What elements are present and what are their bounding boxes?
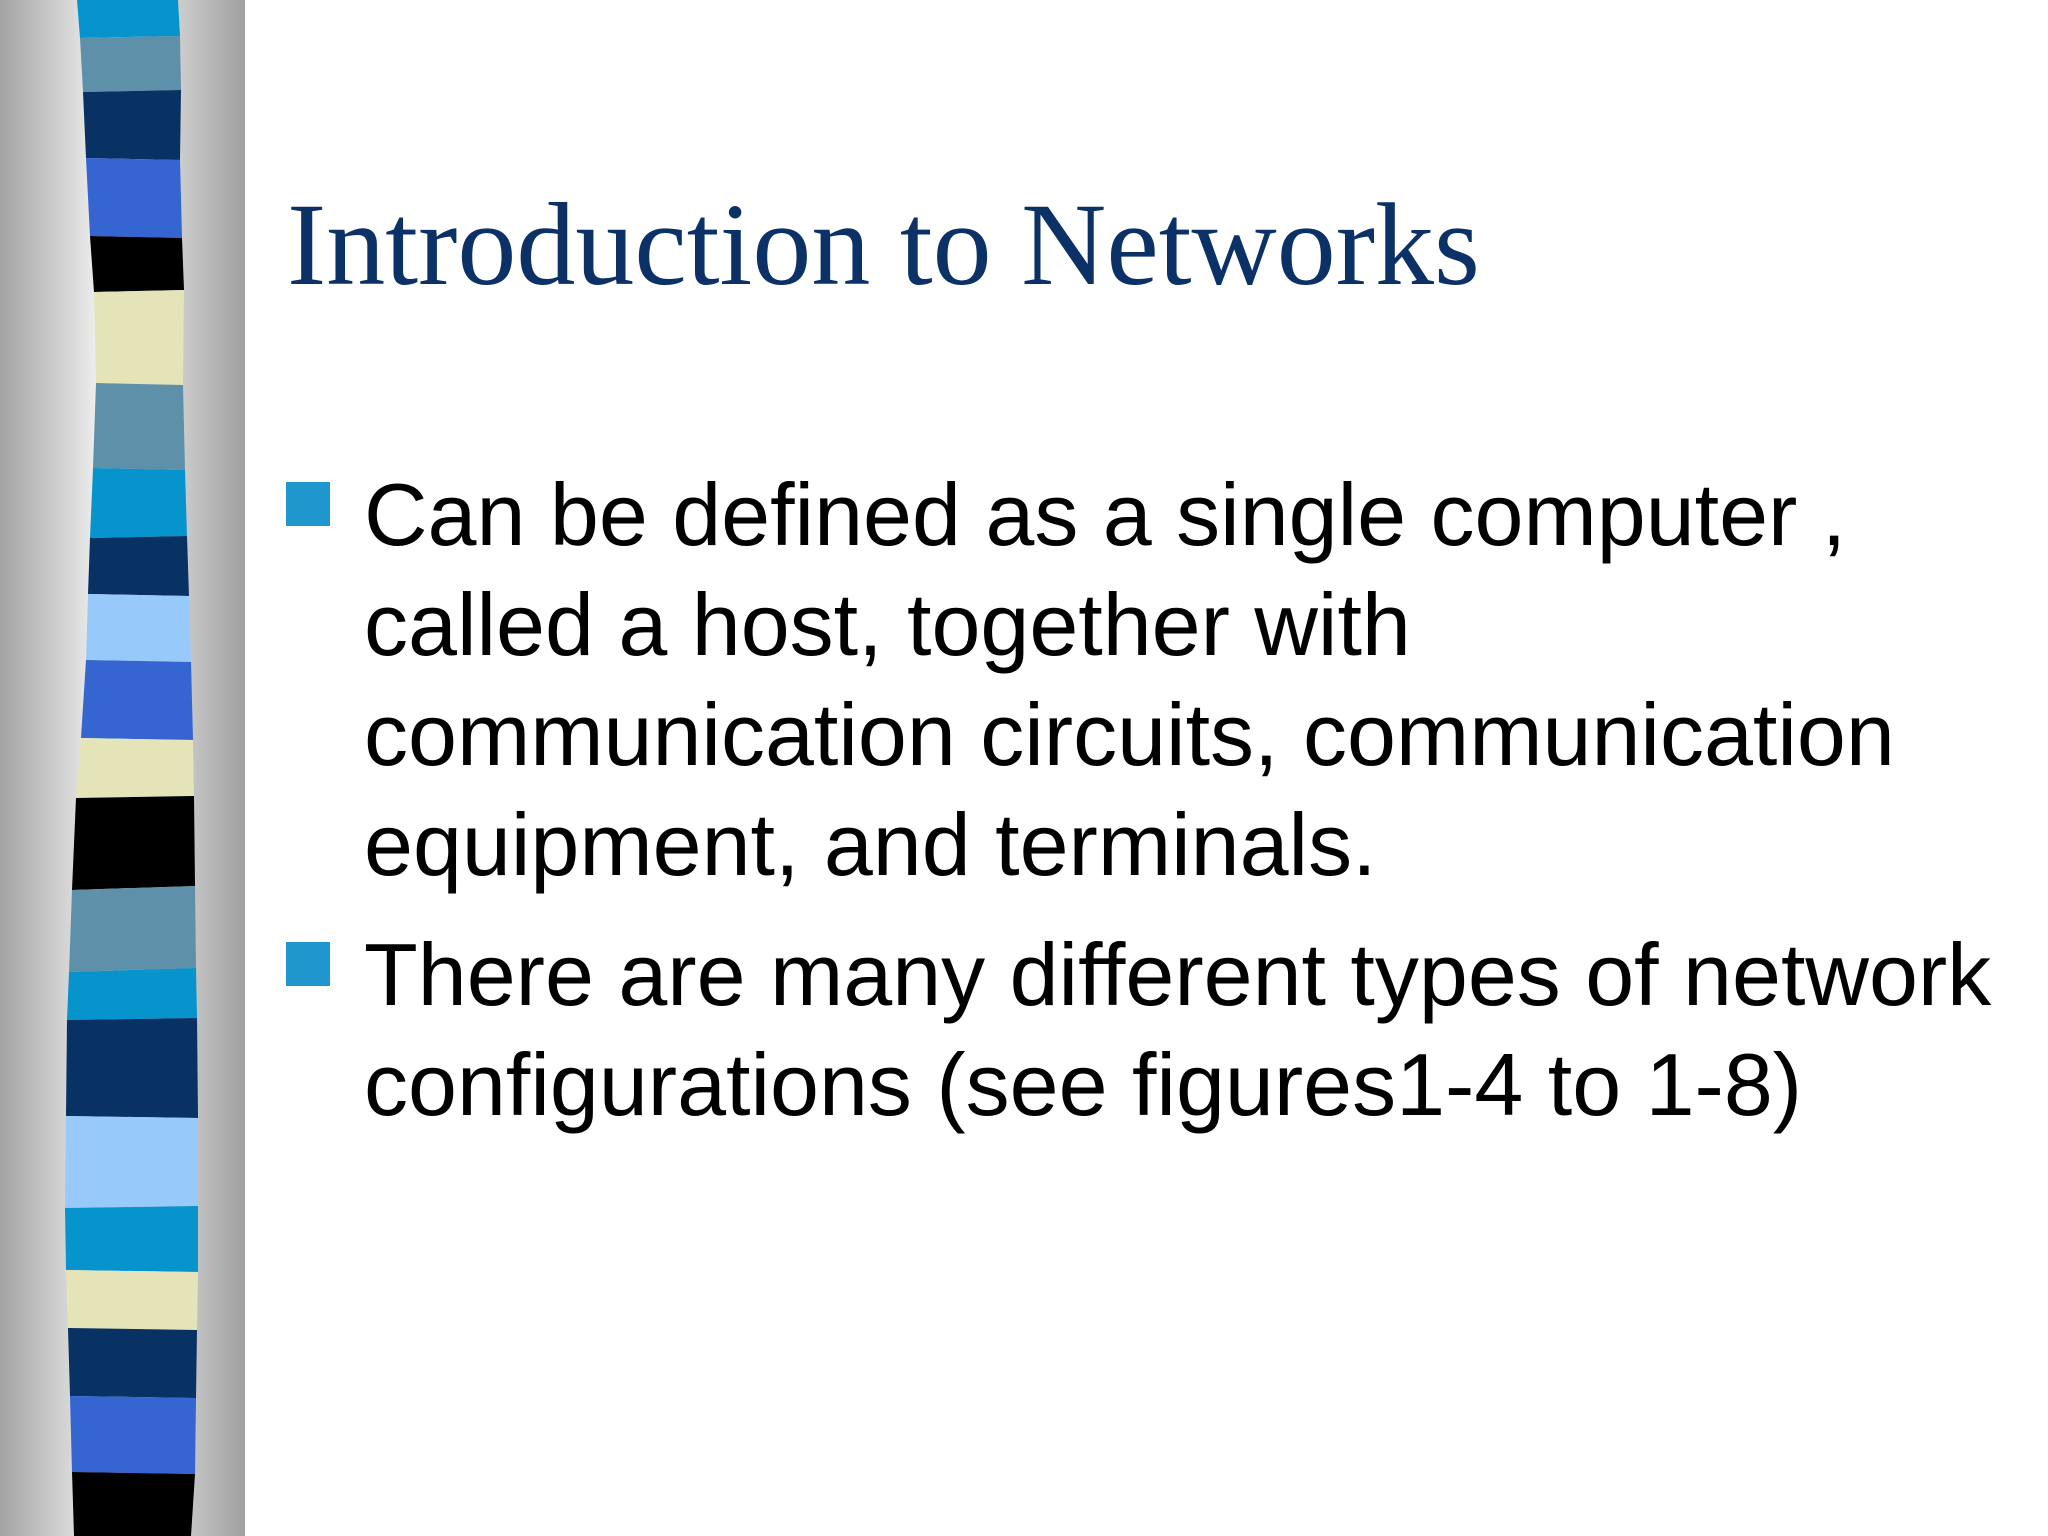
stripe-dark-blue [68,1328,197,1398]
stripe-light-blue [86,594,191,662]
stripe-cyan [65,1206,198,1272]
square-bullet-icon [286,942,330,986]
stripe-teal [69,886,196,972]
bullet-item: There are many different types of networ… [286,920,1996,1140]
stripe-cyan [67,968,197,1020]
left-decorative-rail [0,0,245,1536]
bullet-text: Can be defined as a single computer , ca… [364,465,1895,894]
slide-title: Introduction to Networks [287,179,1480,310]
stripe-dark-blue [88,536,189,596]
stripe-cream [66,1270,198,1330]
bullet-text: There are many different types of networ… [364,925,1992,1134]
stripe-black [72,796,195,890]
stripe-teal [80,36,181,92]
stripe-black [90,236,184,292]
stripe-royal-blue [81,660,193,740]
stripe-cream [94,290,184,385]
decorative-striped-band [65,0,198,1536]
stripe-royal-blue [70,1396,196,1474]
stripe-dark-blue [66,1018,198,1118]
bullet-item: Can be defined as a single computer , ca… [286,460,1996,900]
stripe-dark-blue [83,90,181,160]
stripe-teal [93,383,185,470]
stripe-cream [76,738,194,798]
stripe-cyan [77,0,180,38]
stripe-cyan [90,468,187,538]
square-bullet-icon [286,482,330,526]
stripe-royal-blue [86,158,182,238]
stripe-black [72,1472,195,1536]
stripe-light-blue [65,1116,198,1208]
